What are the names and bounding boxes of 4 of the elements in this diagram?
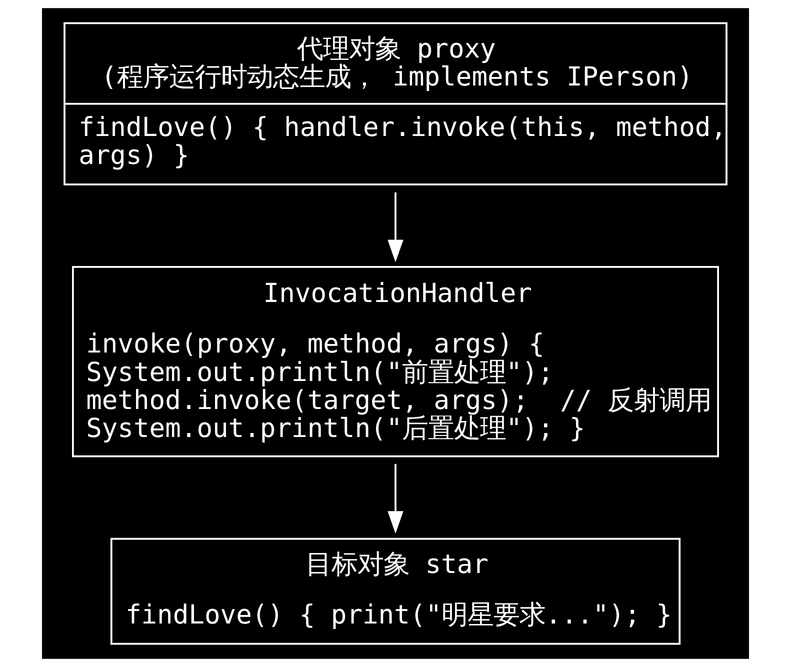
node-box: 目标对象 star findLove() { print("明星要求..."); } (110, 538, 680, 645)
node-box: InvocationHandler invoke(proxy, method, args) { System.out.println("前置处理"); method.invoke(target, args); // 反射调用 System.out.println("后置处理"); } (72, 266, 718, 458)
arrow (387, 464, 403, 534)
arrow (387, 192, 403, 262)
